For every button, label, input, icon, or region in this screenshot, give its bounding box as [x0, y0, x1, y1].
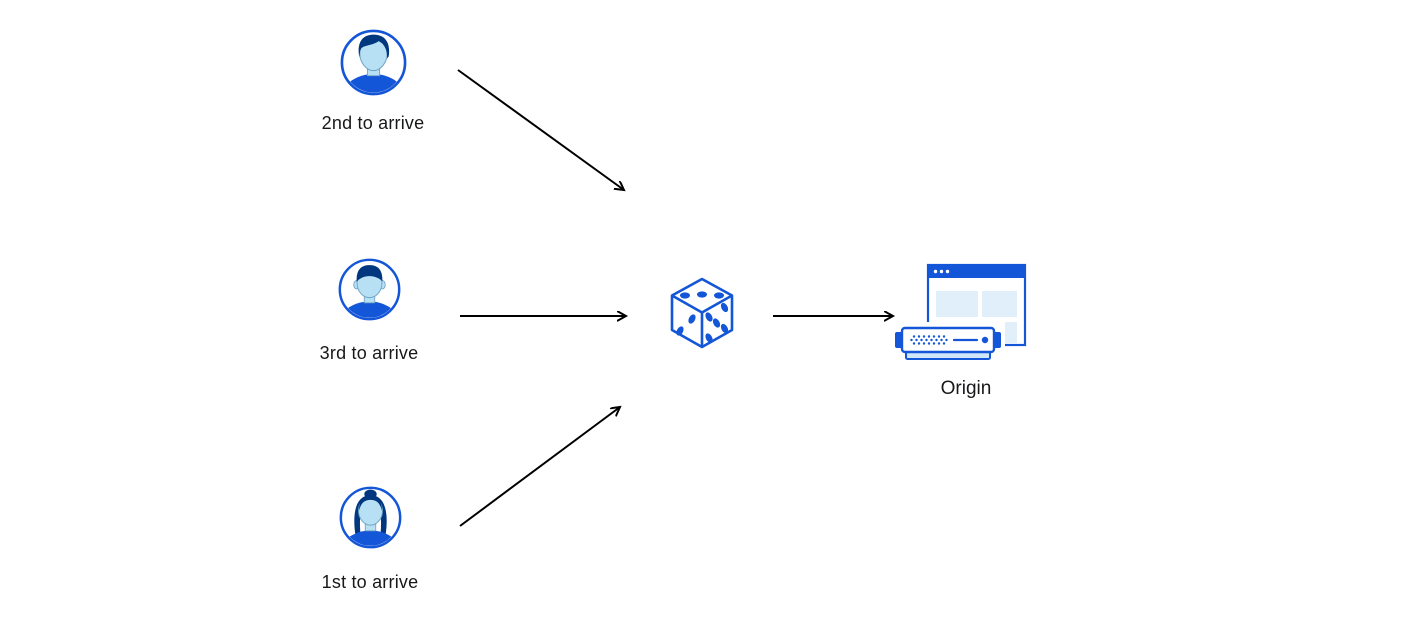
- dice-icon: [670, 277, 734, 349]
- avatar-man-side-part-icon: [340, 29, 406, 96]
- node-visitor-3rd: 3rd to arrive: [289, 258, 449, 364]
- visitor-1st-label: 1st to arrive: [321, 572, 419, 592]
- server-unit: [895, 322, 1005, 364]
- avatar-woman-bun-icon: [339, 486, 401, 549]
- origin-label: Origin: [940, 378, 992, 399]
- arrow-visitor-1st-to-dice: [459, 407, 620, 527]
- node-visitor-1st: 1st to arrive: [290, 486, 450, 593]
- server-vent-dots: [910, 335, 948, 345]
- origin-server-icon: [895, 263, 1027, 364]
- avatar-man-short-hair-icon: [338, 258, 400, 321]
- node-visitor-2nd: 2nd to arrive: [293, 29, 453, 134]
- visitor-2nd-label: 2nd to arrive: [321, 113, 425, 133]
- arrow-visitor-2nd-to-dice: [457, 69, 624, 190]
- dice-pips: [676, 291, 729, 343]
- visitor-3rd-label: 3rd to arrive: [319, 343, 419, 363]
